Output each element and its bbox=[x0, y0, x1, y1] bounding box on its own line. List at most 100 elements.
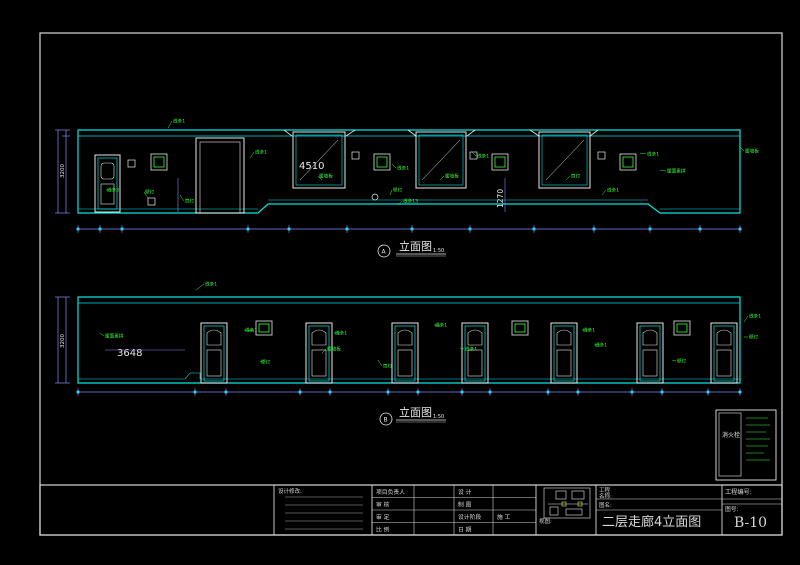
annotation-label: 线条1 bbox=[749, 313, 761, 320]
leader-line bbox=[391, 163, 397, 169]
annotation-label: 壁灯 bbox=[749, 334, 759, 341]
drawing-name-label: 图名: bbox=[599, 501, 612, 509]
elevation-b-doors bbox=[200, 322, 738, 384]
legend-box: 消火栓 bbox=[715, 409, 777, 481]
annotation-label: 筒灯 bbox=[185, 198, 195, 205]
elevation-b-wall-outline bbox=[77, 296, 741, 384]
annotation-label: 暖墙板 bbox=[319, 173, 333, 180]
annotation-label: 筒灯 bbox=[571, 173, 581, 180]
axis-dot bbox=[532, 227, 536, 231]
axis-dot bbox=[576, 390, 580, 394]
leader-line bbox=[321, 348, 327, 354]
legend-label: 消火栓 bbox=[722, 431, 740, 439]
leader-line bbox=[459, 347, 465, 350]
annotation-label: 线条1 bbox=[595, 342, 607, 349]
elevation-a-wall-outline bbox=[77, 129, 741, 214]
axis-dot bbox=[468, 227, 472, 231]
axis-dot bbox=[738, 227, 742, 231]
leader-line bbox=[259, 359, 265, 363]
annotation-label: 线条1 bbox=[245, 327, 257, 334]
drawing-no: B-10 bbox=[734, 515, 767, 531]
leader-line bbox=[389, 189, 393, 196]
axis-dot bbox=[546, 390, 550, 394]
annotation-label: 壁灯 bbox=[261, 359, 271, 366]
title-block-cell: 设 计 bbox=[458, 488, 472, 496]
leader-line bbox=[739, 146, 745, 152]
leader-line bbox=[433, 324, 441, 327]
axis-dot bbox=[460, 390, 464, 394]
elevation-b-height-dim: 3200 bbox=[60, 334, 66, 348]
door-b7 bbox=[710, 322, 738, 384]
annotation-label: 壁灯 bbox=[677, 358, 687, 365]
drawing-no-label: 图号: bbox=[725, 505, 739, 513]
door-b2 bbox=[305, 322, 333, 384]
elevation-a-title-text: 立面图 bbox=[399, 239, 432, 253]
sheet-frame bbox=[39, 32, 783, 536]
axis-dot bbox=[345, 227, 349, 231]
pilaster-caps bbox=[283, 129, 599, 137]
annotation-label: 线条1 bbox=[255, 149, 267, 156]
title-block-cell: 比 例 bbox=[376, 526, 390, 534]
wall-paintings-a bbox=[150, 153, 637, 171]
axis-dot bbox=[120, 227, 124, 231]
axis-dot bbox=[738, 390, 742, 394]
axis-dot bbox=[298, 390, 302, 394]
elevation-a-scale: 1:50 bbox=[433, 248, 444, 254]
leader-line bbox=[179, 194, 185, 202]
elevation-b: 3200 3648 线条1暖面素拼线条1线条1暖墙板线条1筒灯壁灯线条1线条1壁… bbox=[55, 281, 761, 426]
annotation-label: 线条1 bbox=[477, 153, 489, 160]
axis-dot bbox=[416, 390, 420, 394]
annotation-label: 暖面素拼 bbox=[105, 333, 124, 340]
axis-dot bbox=[246, 227, 250, 231]
skirting-line bbox=[78, 372, 740, 380]
leader-line bbox=[743, 315, 749, 323]
elevation-a-marker bbox=[377, 244, 391, 258]
axis-dot bbox=[630, 390, 634, 394]
annotation-label: 线条1 bbox=[335, 330, 347, 337]
axis-dot bbox=[193, 390, 197, 394]
leader-line bbox=[167, 120, 173, 129]
leader-line bbox=[439, 175, 445, 181]
leader-line bbox=[99, 332, 105, 337]
title-block-cell: 项目负责人 bbox=[376, 488, 405, 496]
opening-a bbox=[195, 137, 245, 214]
elevation-b-width-dim: 3648 bbox=[117, 348, 142, 359]
axis-dot bbox=[698, 227, 702, 231]
elevation-a-title: A 立面图 1:50 bbox=[377, 239, 446, 258]
window-a3 bbox=[538, 131, 591, 189]
door-b6 bbox=[636, 322, 664, 384]
annotation-label: 线条1 bbox=[647, 151, 659, 158]
elevation-a-height-dim-2: 1270 bbox=[496, 189, 505, 208]
title-block-cell: 日 期 bbox=[458, 527, 472, 534]
axis-dot bbox=[706, 390, 710, 394]
axis-dot bbox=[76, 227, 80, 231]
keyplan-label: 视图: bbox=[539, 517, 552, 525]
annotation-label: 线条1 bbox=[435, 322, 447, 329]
axis-dot bbox=[592, 227, 596, 231]
leader-line bbox=[397, 200, 403, 206]
annotation-label: 线条1 bbox=[205, 281, 217, 288]
elevation-a-height-dim: 3200 bbox=[60, 164, 66, 178]
annotation-label: 线条1 bbox=[607, 187, 619, 194]
window-a1 bbox=[292, 131, 346, 189]
axis-dot bbox=[660, 390, 664, 394]
leader-line bbox=[659, 169, 667, 172]
leader-line bbox=[565, 175, 571, 181]
title-block-cell: 施 工 bbox=[497, 513, 511, 521]
elevation-a-dimension-chain bbox=[76, 225, 742, 233]
elevation-b-title-text: 立面图 bbox=[399, 405, 432, 419]
axis-dot bbox=[76, 390, 80, 394]
annotation-label: 线条1 bbox=[583, 327, 595, 334]
door-a1 bbox=[94, 154, 121, 213]
elevation-a-width-dim: 4510 bbox=[299, 161, 324, 172]
axis-dot bbox=[410, 227, 414, 231]
annotation-label: 暖面素拼 bbox=[667, 168, 686, 175]
elevation-b-left-dimensions bbox=[55, 296, 70, 384]
leader-line bbox=[471, 151, 477, 157]
title-block-cell: 审 核 bbox=[376, 501, 390, 509]
legend-notes bbox=[746, 417, 770, 461]
project-name-label: 名称: bbox=[599, 492, 612, 500]
drawing-name: 二层走廊4立面图 bbox=[602, 514, 701, 530]
